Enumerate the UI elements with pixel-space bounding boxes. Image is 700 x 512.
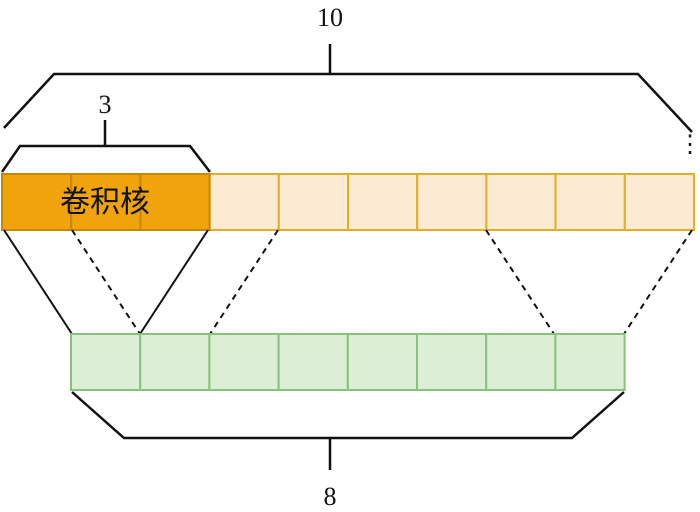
output-cell [70, 333, 142, 391]
dashed-line [209, 229, 279, 335]
kernel-size-brace [0, 120, 211, 173]
connection-lines [3, 229, 693, 335]
kernel-cell [139, 173, 211, 231]
input-length-brace [3, 44, 693, 133]
input-cell [277, 173, 349, 231]
input-row [1, 173, 695, 231]
output-cell [139, 333, 211, 391]
kernel-right-line [139, 229, 209, 335]
input-cell [554, 173, 626, 231]
input-cell [347, 173, 419, 231]
output-length-label: 8 [324, 482, 337, 511]
kernel-outline [1, 173, 211, 231]
output-cell [485, 333, 557, 391]
output-cell [554, 333, 626, 391]
output-cell [277, 333, 349, 391]
dashed-line [71, 229, 141, 335]
input-length-label: 10 [317, 3, 343, 32]
input-cell [485, 173, 557, 231]
kernel-left-line [3, 229, 73, 335]
output-row [70, 333, 626, 391]
output-cell [346, 333, 418, 391]
kernel-label: 卷积核 [60, 185, 150, 220]
dashed-line [623, 229, 693, 335]
input-cell [208, 173, 280, 231]
kernel-size-label: 3 [99, 90, 112, 119]
input-cell [416, 173, 488, 231]
output-length-brace [71, 391, 625, 470]
continuation-dots: ⋮ [678, 132, 700, 158]
output-cell [416, 333, 488, 391]
dashed-line [485, 229, 555, 335]
input-cell [623, 173, 695, 231]
output-cell [208, 333, 280, 391]
kernel-cell [1, 173, 73, 231]
